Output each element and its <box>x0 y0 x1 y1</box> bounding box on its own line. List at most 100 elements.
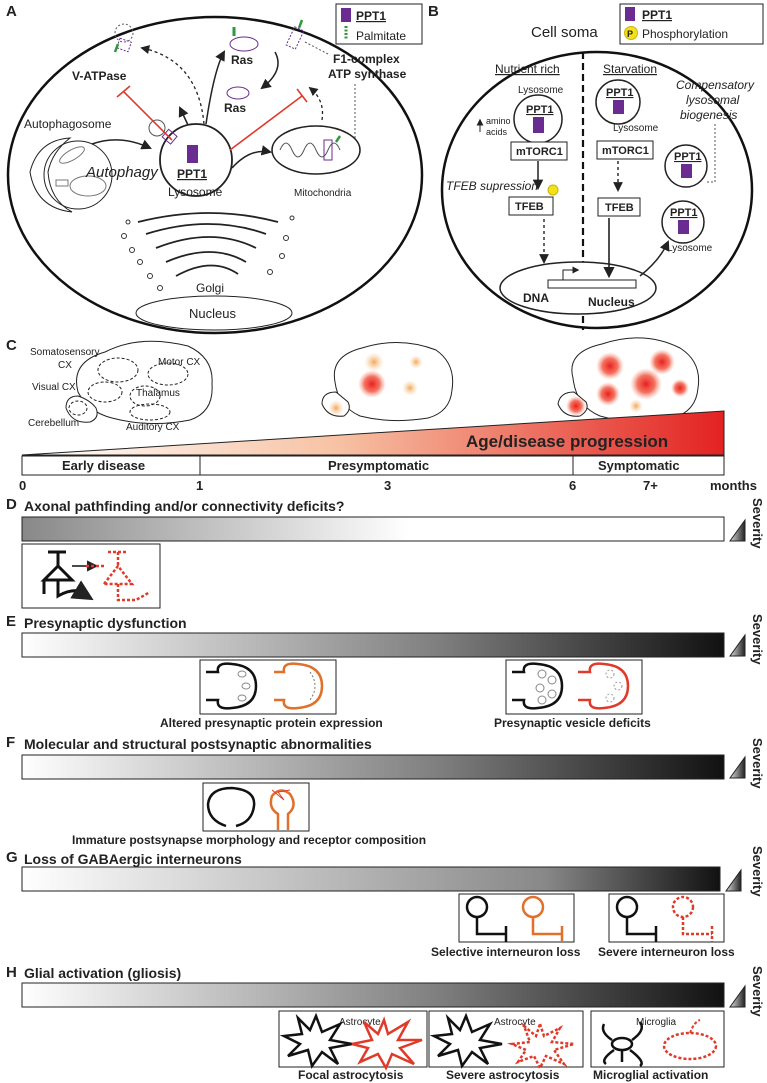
thalamus-label: Thalamus <box>136 388 180 399</box>
interneuron-selective-axon-icon <box>531 917 564 942</box>
panel-letter-c: C <box>6 337 17 354</box>
panel-title-d: Axonal pathfinding and/or connectivity d… <box>24 498 344 514</box>
ppt1-icon-b-r1 <box>681 164 692 178</box>
stage-bar <box>21 455 725 476</box>
tfeb-box-left <box>508 196 554 216</box>
ppt1-legend-icon-b <box>625 7 635 21</box>
mito-fragment-icon <box>69 175 107 197</box>
inhibit-vatpase-bar <box>116 85 131 98</box>
microglia-resting-icon <box>601 1021 643 1068</box>
mito-cristae-icon <box>279 142 341 158</box>
phospho-mark-label: P <box>627 29 633 39</box>
palmitate-mito-icon <box>334 135 342 143</box>
vatpase-icon <box>116 37 132 53</box>
panel-e: E Presynaptic dysfunction Severity Alter… <box>6 613 765 730</box>
brain-outline-icon <box>76 340 213 425</box>
vatpase-dashed-arrow <box>140 45 205 125</box>
panel-letter-b: B <box>428 3 439 20</box>
postsynapse-normal-icon <box>206 786 256 828</box>
inhibit-f1-bar <box>296 88 308 103</box>
tfeb-label-right: TFEB <box>605 202 634 214</box>
astrocyte-normal-icon-2 <box>429 1012 503 1069</box>
panel-title-h: Glial activation (gliosis) <box>24 965 181 981</box>
f1-atp-icon <box>285 26 305 50</box>
caption-g-2: Severe interneuron loss <box>598 945 735 959</box>
presynapse-altered-icon <box>274 662 324 710</box>
caption-g-1: Selective interneuron loss <box>431 945 581 959</box>
legend-box-b <box>619 3 764 45</box>
compensatory-label-1: Compensatory <box>676 78 755 92</box>
mtorc1-label-left: mTORC1 <box>516 146 563 158</box>
cell-soma-title: Cell soma <box>531 24 598 41</box>
panel-d: D Axonal pathfinding and/or connectivity… <box>6 496 765 609</box>
month-tick-0: 0 <box>19 478 26 493</box>
compensatory-label-2: lysosomal <box>686 93 740 107</box>
nucleus-a <box>135 295 293 331</box>
phosphorylation-legend-icon <box>624 26 638 40</box>
severity-wedge-f <box>729 755 746 779</box>
nucleus-label-b: Nucleus <box>588 295 635 309</box>
neuron-deficit-icon <box>84 550 151 602</box>
cell-membrane-b <box>440 50 754 330</box>
astrocyte-label-2: Astrocyte <box>494 1017 536 1028</box>
ras-bottom-icon <box>226 86 250 100</box>
astrocyte-reactive-icon <box>351 1016 423 1071</box>
panel-letter-d: D <box>6 496 17 513</box>
brain-map-presymptomatic <box>321 341 454 422</box>
auditory-region-icon <box>129 403 171 421</box>
disease-progression-wedge <box>21 410 725 456</box>
severity-label-e: Severity <box>750 614 765 665</box>
cerebellum-label: Cerebellum <box>28 418 79 429</box>
transcription-start-icon <box>562 266 580 280</box>
f1-dashed-arrow <box>308 86 324 121</box>
mito-f1-icon <box>323 139 333 161</box>
ras-cycle-arrow <box>260 51 279 90</box>
panel-letter-g: G <box>6 849 18 866</box>
golgi-icon <box>137 212 279 277</box>
caption-h-2: Severe astrocytosis <box>446 1068 560 1082</box>
months-label: months <box>710 478 757 493</box>
golgi-vesicles-icon <box>121 215 295 291</box>
legend-ppt1-label: PPT1 <box>356 9 386 23</box>
visual-label: Visual CX <box>32 382 76 393</box>
ppt1-icon-b-r2 <box>678 220 689 234</box>
starvation-label: Starvation <box>603 62 657 76</box>
ppt1-label-b-left: PPT1 <box>526 104 554 116</box>
month-tick-6: 6 <box>569 478 576 493</box>
legend-palmitate-label: Palmitate <box>356 29 406 43</box>
mtorc1-box-right <box>596 140 654 160</box>
panel-title-e: Presynaptic dysfunction <box>24 615 187 631</box>
severity-bar-e <box>21 632 725 658</box>
interneuron-normal-axon-icon-2 <box>625 917 658 942</box>
ppt1-icon <box>187 145 198 163</box>
mitochondria-label: Mitochondria <box>294 188 352 199</box>
month-tick-1: 1 <box>196 478 203 493</box>
er-fragment-icon <box>59 146 85 164</box>
nucleus-label-a: Nucleus <box>189 306 236 321</box>
severity-wedge-g <box>725 868 742 892</box>
panel-h: H Glial activation (gliosis) Severity As… <box>6 964 765 1082</box>
mtorc1-box-left <box>510 141 568 161</box>
interneuron-severe-axon-icon <box>681 917 714 942</box>
postsynapse-immature-icon <box>269 789 295 830</box>
vesicles-normal-icon <box>237 670 251 702</box>
motor-region-icon <box>147 362 189 386</box>
vatpase-label: V-ATPase <box>72 69 127 83</box>
severity-wedge-h <box>729 984 746 1008</box>
lysosome-label-b-r2: Lysosome <box>667 243 713 254</box>
inset-microglial-activation <box>590 1010 725 1068</box>
autophagosome-outer <box>29 137 73 213</box>
severity-bar-h <box>21 982 725 1008</box>
vesicle-cluster-icon <box>535 669 557 705</box>
small-vesicle-icon <box>148 119 166 137</box>
legend-box-a <box>335 3 423 45</box>
tfeb-suppression-label: TFEB supression <box>446 179 538 193</box>
vesicle-deficit-icon <box>605 669 623 703</box>
f1-label-line1: F1-complex <box>333 52 400 66</box>
severity-label-g: Severity <box>750 846 765 897</box>
severity-wedge-d <box>729 518 746 542</box>
dna-label: DNA <box>523 291 549 305</box>
legend-phospho-label: Phosphorylation <box>642 27 728 41</box>
autophagy-arrow <box>91 139 152 150</box>
month-tick-3: 3 <box>384 478 391 493</box>
